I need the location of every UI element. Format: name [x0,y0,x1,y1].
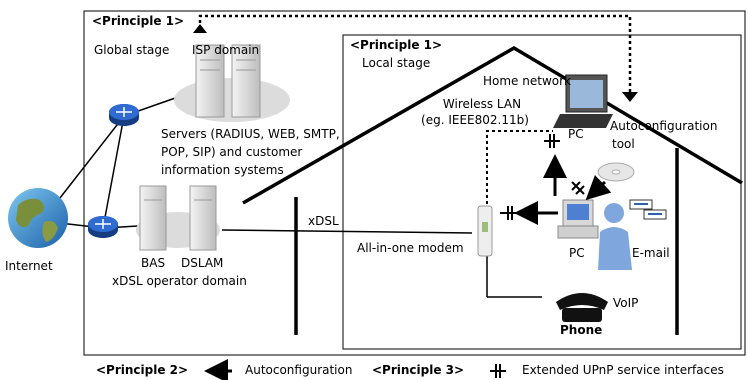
principle1-local-label: <Principle 1> [350,38,443,52]
modem-icon [477,205,493,257]
upnp-symbol-pc [571,181,585,195]
legend-upnp-desc: Extended UPnP service interfaces [522,363,724,377]
legend-autoconfig-desc: Autoconfiguration [245,363,353,377]
servers-label-1: Servers (RADIUS, WEB, SMTP, [161,127,340,141]
router-icon-operator [88,216,118,238]
person-icon [598,203,632,270]
legend-principle3: <Principle 3> [372,363,465,377]
desktop-pc-icon [557,199,599,239]
local-stage-frame [342,34,742,350]
email-label: E-mail [632,246,670,260]
telephone-icon [556,293,608,322]
outer-frame [83,10,746,356]
wireless-lan-label: Wireless LAN [442,97,522,111]
dslam-label: DSLAM [181,256,224,270]
xdsl-label: xDSL [308,214,339,228]
servers-label-3: information systems [161,163,284,177]
email-icon [629,199,667,220]
laptop-icon [553,74,613,128]
autoconfig-tool-label-1: Autoconfiguration [610,119,718,133]
all-in-one-modem-label: All-in-one modem [357,241,464,255]
bas-label: BAS [141,256,166,270]
internet-label: Internet [5,259,53,273]
phone-label: Phone [560,323,603,337]
laptop-pc-label: PC [568,127,584,141]
legend-principle2: <Principle 2> [96,363,189,377]
legend-upnp-symbol [490,364,506,378]
local-stage-label: Local stage [362,56,431,70]
isp-domain-label: ISP domain [192,43,260,57]
principle1-global-label: <Principle 1> [92,14,185,28]
voip-label: VoIP [613,296,639,310]
wireless-dotted-line [486,130,553,210]
upnp-symbol-modem [500,206,518,220]
cd-icon [597,162,635,182]
global-stage-label: Global stage [94,43,170,57]
autoconfig-dotted-path [198,14,632,96]
wireless-lan-standard-label: (eg. IEEE802.11b) [421,113,529,127]
xdsl-operator-domain-label: xDSL operator domain [112,274,247,288]
desktop-pc-label: PC [569,246,585,260]
router-icon-isp [109,104,139,126]
home-network-label: Home network [483,74,571,88]
autoconfig-tool-label-2: tool [612,137,635,151]
servers-label-2: POP, SIP) and customer [161,145,303,159]
house-roof [242,45,743,205]
upnp-symbol-laptop [544,134,560,148]
internet-globe-icon [8,188,68,248]
